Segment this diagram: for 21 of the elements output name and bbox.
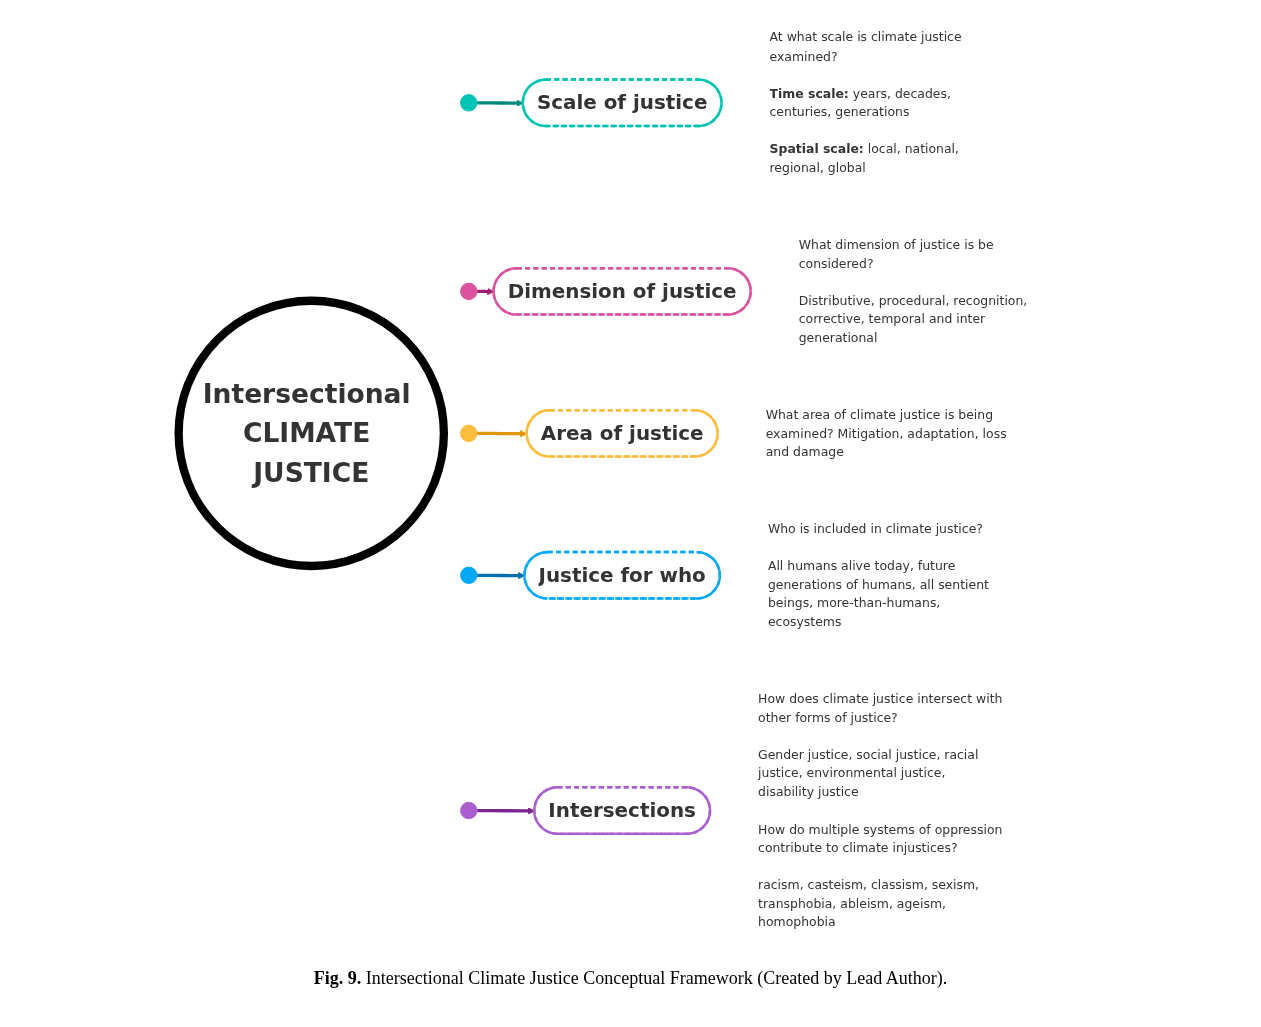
node-label: All humans alive today, future generations of humans, all sentient beings, more-than-humans, ecosystems [767, 558, 989, 630]
node-label: How do multiple systems of oppression contribute to climate injustices? [758, 821, 1003, 856]
node-circle: Intersectional CLIMATE JUSTICE [174, 296, 449, 571]
node-label: Spatial scale: local, national, regional, global [769, 141, 960, 176]
node-label: racism, casteism, classism, sexism, transphobia, ableism, ageism, homophobia [758, 877, 980, 930]
node-label: Gender justice, social justice, racial justice, environmental justice, disability justice [758, 746, 979, 800]
node-label: At what scale is climate justice examined? [769, 29, 962, 64]
node-label: Time scale: years, decades, centuries, generations [769, 85, 951, 120]
arrow [476, 99, 524, 107]
node-circle [460, 424, 478, 443]
node-label: How does climate justice intersect with other forms of justice? [758, 690, 1003, 725]
arrow [476, 287, 495, 296]
node-circle [460, 566, 478, 585]
node-label: Who is included in climate justice? [767, 521, 983, 536]
node-circle [460, 801, 478, 820]
node-circle [460, 94, 478, 112]
figure-caption: Fig. 9. Intersectional Climate Justice Conceptual Framework (Created by Lead Author). [312, 968, 949, 989]
node-label: What dimension of justice is be considered? [798, 237, 994, 271]
node-circle [460, 282, 478, 301]
node-label: Distributive, procedural, recognition, corrective, temporal and inter generational [798, 293, 1028, 346]
node-label: What area of climate justice is being examined? Mitigation, adaptation, loss and damage [765, 407, 1007, 460]
